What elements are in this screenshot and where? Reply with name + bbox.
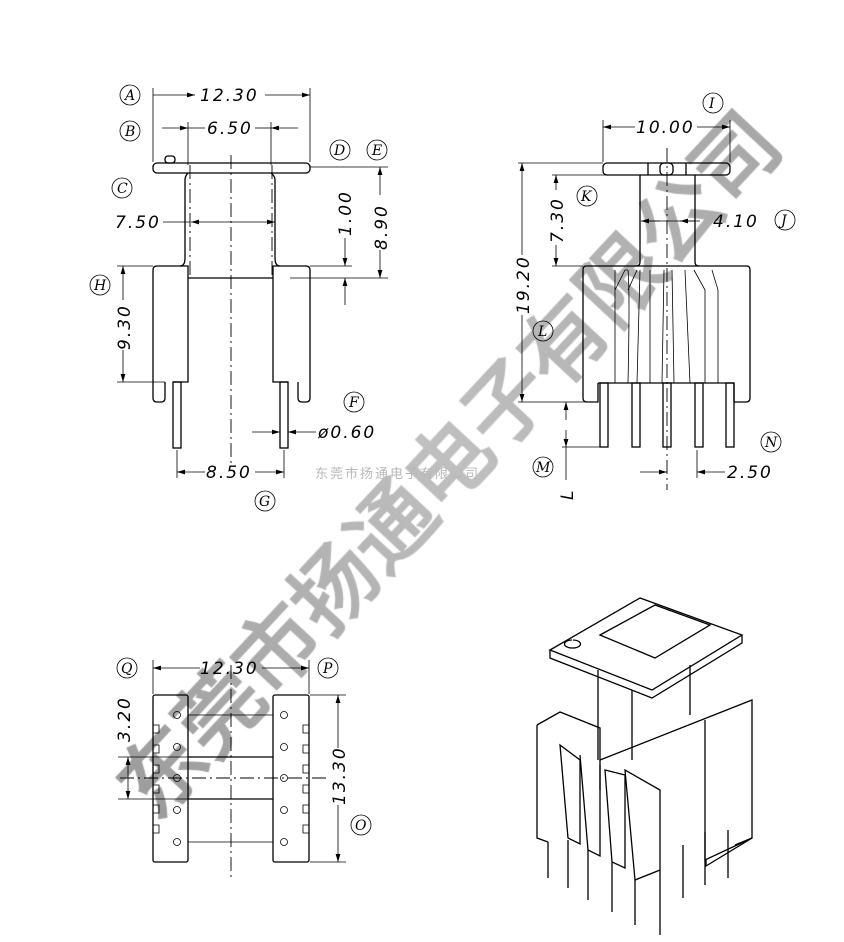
- dim-side-4-10: 4.10: [713, 212, 759, 232]
- dim-front-9-30: 9.30: [115, 304, 135, 350]
- svg-text:K: K: [580, 189, 593, 205]
- dim-side-l: L: [558, 489, 578, 500]
- dim-front-8-50: 8.50: [206, 463, 252, 483]
- callout-e: E: [366, 139, 388, 161]
- callout-q: Q: [116, 657, 138, 679]
- svg-text:G: G: [259, 494, 270, 510]
- callout-n: N: [760, 431, 782, 453]
- callout-l: L: [532, 320, 554, 342]
- svg-text:E: E: [371, 143, 382, 159]
- dim-front-12-30: 12.30: [200, 86, 259, 106]
- dim-bottom-13-30: 13.30: [330, 746, 350, 805]
- svg-text:H: H: [93, 278, 107, 294]
- dim-bottom-3-20: 3.20: [115, 696, 135, 742]
- callout-j: J: [774, 209, 796, 231]
- svg-text:I: I: [708, 96, 715, 112]
- dim-front-6-50: 6.50: [207, 119, 253, 139]
- dim-side-2-50: 2.50: [727, 463, 773, 483]
- side-view: 10.00 4.10 19.20 7.30 L 2.50 I J K L M N: [514, 92, 796, 500]
- svg-text:P: P: [322, 661, 333, 677]
- callout-c: C: [111, 177, 133, 199]
- callout-f: F: [343, 391, 365, 413]
- svg-text:F: F: [348, 395, 360, 411]
- callout-p: P: [317, 657, 339, 679]
- dim-side-19-20: 19.20: [514, 255, 534, 314]
- callout-i: I: [702, 92, 724, 114]
- svg-text:Q: Q: [121, 661, 133, 677]
- callout-h: H: [89, 274, 111, 296]
- svg-text:J: J: [778, 213, 788, 229]
- dim-front-8-90: 8.90: [372, 204, 392, 250]
- svg-text:L: L: [537, 324, 547, 340]
- watermark-small: 东莞市扬通电子有限公司: [315, 466, 480, 482]
- svg-text:M: M: [535, 460, 551, 476]
- dim-front-7-50: 7.50: [115, 213, 161, 233]
- callout-g: G: [254, 490, 276, 512]
- dim-bottom-12-30: 12.30: [200, 659, 259, 679]
- dim-side-10-00: 10.00: [636, 118, 695, 138]
- dim-side-7-30: 7.30: [548, 197, 568, 243]
- isometric-view: [536, 597, 753, 935]
- callout-k: K: [576, 185, 598, 207]
- svg-text:D: D: [333, 143, 345, 159]
- svg-text:O: O: [355, 818, 367, 834]
- callout-m: M: [532, 456, 554, 478]
- dim-front-pin-dia: ø0.60: [317, 423, 376, 443]
- svg-text:B: B: [124, 124, 135, 140]
- front-view: 12.30 6.50 7.50 8.90 1.00 9.30 ø0.60 8.5…: [89, 84, 392, 512]
- callout-o: O: [350, 814, 372, 836]
- dim-front-1-00: 1.00: [336, 190, 356, 236]
- callout-d: D: [329, 139, 351, 161]
- svg-text:N: N: [764, 435, 778, 451]
- callout-a: A: [119, 84, 141, 106]
- bottom-view: 12.30 13.30 3.20 Q P O: [115, 657, 372, 880]
- svg-text:C: C: [117, 181, 128, 197]
- callout-b: B: [119, 120, 141, 142]
- svg-text:A: A: [123, 88, 135, 104]
